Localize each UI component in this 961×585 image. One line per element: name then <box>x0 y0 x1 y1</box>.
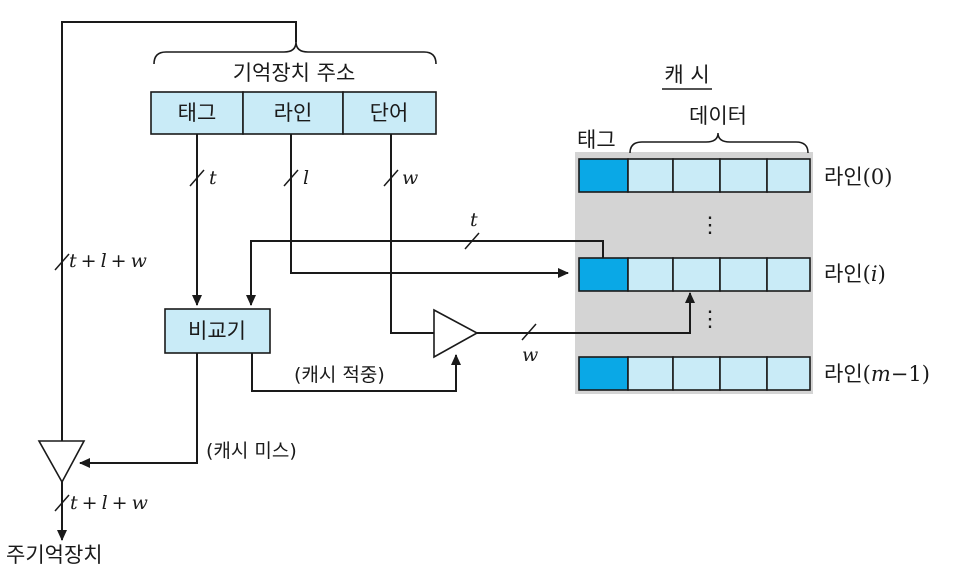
hit-wire <box>251 353 461 392</box>
address-word-label: 단어 <box>370 101 409 125</box>
stored-tag-wire <box>246 240 604 306</box>
cache-row-0-data-cell-1 <box>627 158 674 193</box>
hit-label: (캐시 적중) <box>294 364 385 386</box>
cache-row-m-1-data-cell-4 <box>766 356 811 391</box>
address-word-box <box>342 91 437 135</box>
word-output-wire <box>477 292 695 334</box>
address-tag-box <box>150 91 244 135</box>
comparator-label: 비교기 <box>188 319 246 343</box>
cache-data-label: 데이터 <box>689 104 747 128</box>
cache-row-0-data-cell-3 <box>719 158 768 193</box>
cache-rows <box>578 158 811 391</box>
cache-dots-lower: ⋮ <box>699 307 721 332</box>
line-bus-slash <box>283 169 299 187</box>
cache-title: 캐 시 <box>664 63 709 87</box>
cache-dots-upper: ⋮ <box>699 213 721 238</box>
main-memory-label: 주기억장치 <box>6 543 103 567</box>
tag-bus-slash <box>189 169 205 187</box>
tag-bus-width: t <box>209 167 217 189</box>
stored-tag-width: t <box>470 209 478 231</box>
address-line-label: 라인 <box>274 101 313 125</box>
cache-row-m-1-data-cell-3 <box>719 356 768 391</box>
cache-row-0-data-cell-4 <box>766 158 811 193</box>
cache-row-i-data-cell-4 <box>766 257 811 292</box>
word-output-slash <box>521 323 537 341</box>
cache-tag-label: 태그 <box>577 128 616 152</box>
row-label-0: 라인(0) <box>824 165 892 189</box>
cache-row-0-tag-cell <box>578 158 629 193</box>
feedback-slash <box>54 253 70 271</box>
miss-wire <box>79 353 198 468</box>
cache-row-i-data-cell-3 <box>719 257 768 292</box>
word-wire <box>390 134 434 334</box>
feedback-width: t+l+w <box>69 250 147 272</box>
address-title: 기억장치 주소 <box>233 61 356 85</box>
cache-row-i-data-cell-1 <box>627 257 674 292</box>
word-output-width: w <box>522 344 538 366</box>
row-label-i: 라인(i) <box>824 262 886 286</box>
word-buffer <box>433 308 479 359</box>
line-wire <box>290 134 569 278</box>
feedback-wire <box>61 21 297 441</box>
stored-tag-slash <box>464 232 480 250</box>
cache-row-m-1-tag-cell <box>578 356 629 391</box>
line-bus-width: l <box>303 167 309 189</box>
cache-row-m-1-data-cell-2 <box>672 356 721 391</box>
word-bus-slash <box>383 169 399 187</box>
row-label-m: 라인(m−1) <box>824 362 930 386</box>
memory-buffer <box>37 440 86 484</box>
cache-data-brace <box>629 132 809 154</box>
miss-label: (캐시 미스) <box>206 440 297 462</box>
cache-row-m-1-data-cell-1 <box>627 356 674 391</box>
address-brace <box>153 41 437 65</box>
cache-row-i-tag-cell <box>578 257 629 292</box>
memory-bus-width: t+l+w <box>70 492 148 514</box>
cache-row-0-data-cell-2 <box>672 158 721 193</box>
word-bus-width: w <box>402 167 418 189</box>
cache-row-i-data-cell-2 <box>672 257 721 292</box>
memory-slash <box>54 494 70 512</box>
address-tag-label: 태그 <box>178 101 217 125</box>
comparator-box <box>164 308 271 354</box>
